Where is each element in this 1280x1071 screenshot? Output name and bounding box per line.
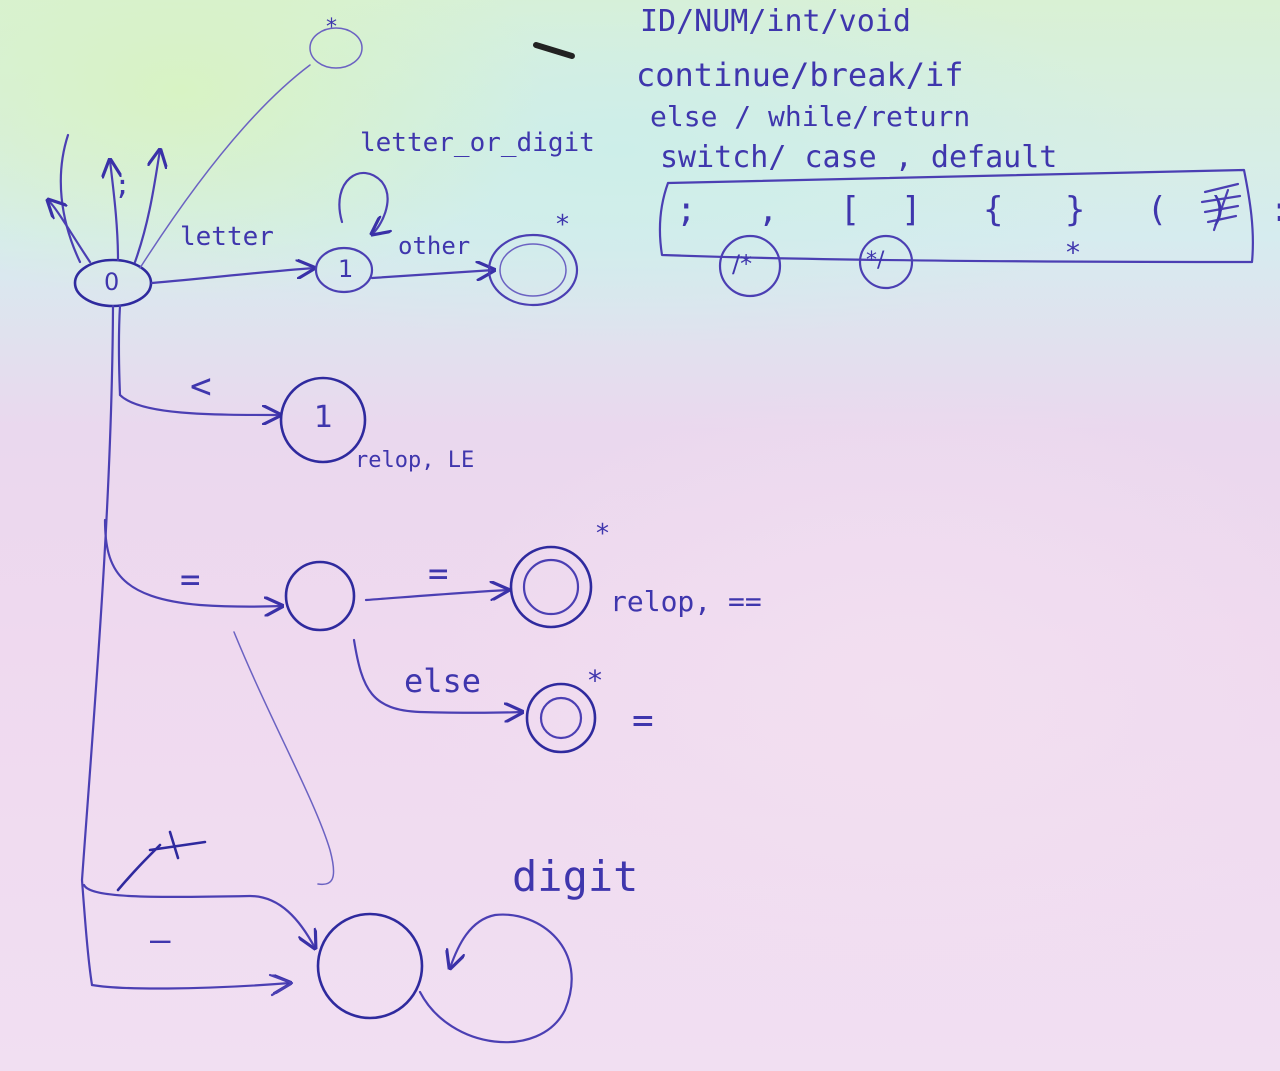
label-letter-or-digit: letter_or_digit [360,128,595,158]
keywords-line-2: continue/break/if [636,56,964,94]
label-semicolon: ; [114,168,131,201]
label-relop-le: relop, LE [355,448,475,473]
star-eqeq: * [596,519,609,549]
spine [80,304,115,987]
label-digit: digit [512,852,639,901]
star-symbols: * [1066,236,1080,269]
label-minus: — [150,920,171,960]
state-0-label: 0 [104,268,120,296]
state-id-label: 1 [338,255,354,283]
spine-inner [117,304,122,397]
symbols-row: ; , [ ] { } ( ) : [676,190,1280,230]
edge-letter [150,268,314,285]
state-lt [279,376,367,464]
label-eq: = [180,560,201,600]
keywords-line-1: ID/NUM/int/void [640,4,911,39]
edge-minus-arrow2 [268,973,294,997]
edge-eqeq [364,590,508,602]
star-top: * [326,15,337,40]
scribble-plus [116,830,207,892]
state-num [316,912,424,1020]
loop-letter-or-digit [338,171,387,234]
edge-eq [103,518,282,607]
hatch-mark [1200,182,1242,232]
label-assign: = [632,700,654,741]
label-else: else [404,662,482,700]
state0-arrow-right [133,150,160,264]
edge-plus [82,883,315,948]
comment-open-circle [718,234,782,298]
state-accept-id-inner [499,243,567,297]
edge-minus [90,983,290,989]
edge-else [352,638,522,713]
state-assign [525,682,597,754]
state0-arrow-semicolon [110,160,118,262]
label-eq2: = [428,554,449,594]
state-accept-id [487,233,579,307]
state0-arrow-left [48,200,92,264]
keywords-line-4: switch/ case , default [660,140,1058,175]
state-lt-label: 1 [314,400,334,435]
state-eqeq-inner [522,558,580,616]
comment-close-circle [858,234,914,290]
comment-close-label: */ [866,248,885,273]
label-letter: letter [180,222,274,252]
star-accept-id: * [556,210,569,240]
symbols-box [658,168,1254,264]
label-relop-eqeq: relop, == [610,585,762,618]
star-assign: * [588,664,602,697]
edge-other [370,270,494,278]
keywords-line-3: else / while/return [650,100,971,133]
arc-to-top-state [139,64,311,269]
faint-hook [233,631,335,886]
state-eqeq [509,545,593,629]
state-eq [284,560,356,632]
comment-open-label: /* [732,250,753,278]
dash-mark [533,42,575,59]
state-top [309,27,363,69]
state-id [314,246,374,294]
label-other: other [398,232,471,260]
label-lt: < [190,366,212,407]
state-assign-inner [539,696,583,740]
edge-lt [118,393,280,415]
loop-digit [418,913,573,1044]
